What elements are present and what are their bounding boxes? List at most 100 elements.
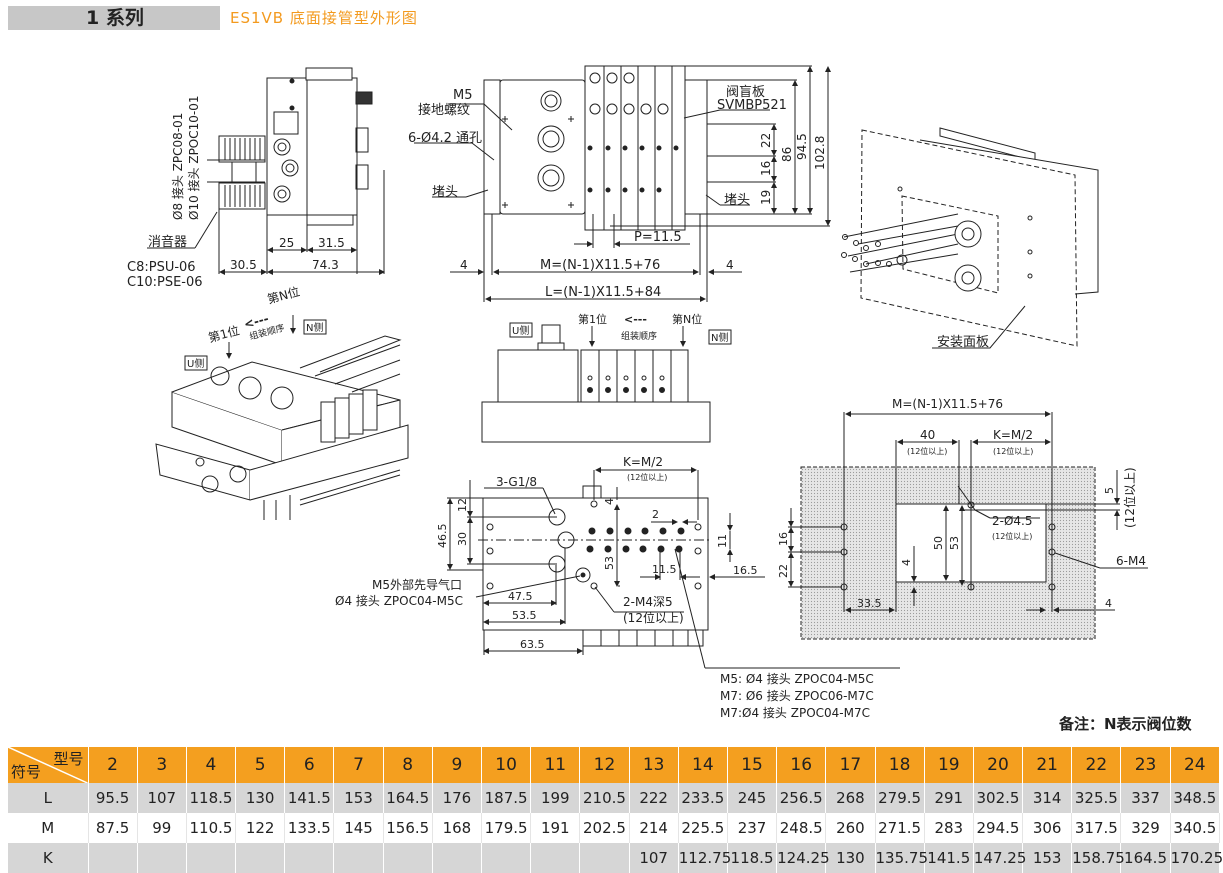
column-header: 18	[875, 747, 925, 783]
table-cell	[235, 843, 286, 873]
top-u-side-box	[509, 322, 533, 338]
table-cell: 99	[137, 813, 187, 843]
top-n-side: N侧	[711, 331, 728, 344]
diagonal-divider	[8, 747, 87, 783]
top-nth-position: 第N位	[672, 312, 702, 326]
iso-n-side: N侧	[306, 321, 323, 334]
column-header: 7	[333, 747, 384, 783]
dim-12: 12	[456, 498, 469, 512]
dim-2: 2	[652, 508, 659, 521]
table-cell: 348.5	[1170, 783, 1221, 813]
dim-74-3: 74.3	[312, 258, 339, 272]
cutout-thread-label: 6-M4	[1116, 554, 1146, 568]
table-cell: 87.5	[88, 813, 138, 843]
table-cell: 118.5	[727, 843, 778, 873]
plug-label-left: 堵头	[432, 185, 458, 200]
column-header: 17	[825, 747, 876, 783]
row-label: K	[8, 843, 89, 873]
cutout-k-formula: K=M/2	[993, 428, 1033, 442]
pitch-label: P=11.5	[634, 230, 682, 245]
table-cell: 124.25	[776, 843, 830, 873]
table-cell: 210.5	[579, 783, 630, 813]
table-cell: 337	[1120, 783, 1171, 813]
cutout-dim-33-5: 33.5	[857, 597, 882, 610]
iso-order-arrow: <---	[242, 311, 270, 331]
cutout-dim-4-right: 4	[1105, 597, 1112, 610]
table-cell: 291	[924, 783, 974, 813]
cutout-note-40: (12位以上)	[907, 446, 947, 456]
table-cell: 164.5	[383, 783, 433, 813]
dim-63-5: 63.5	[520, 638, 545, 651]
plug-label-right: 堵头	[724, 193, 750, 208]
m4-label: 2-M4深5	[623, 595, 673, 609]
table-cell: 256.5	[776, 783, 827, 813]
column-header: 19	[924, 747, 974, 783]
table-cell: 237	[727, 813, 778, 843]
dim-4-left: 4	[460, 258, 468, 272]
column-header: 14	[678, 747, 728, 783]
fitting-m7-6: M7: Ø6 接头 ZPOC06-M7C	[720, 688, 874, 703]
table-cell: 187.5	[481, 783, 532, 813]
table-cell: 107	[629, 843, 679, 873]
table-cell: 110.5	[186, 813, 237, 843]
dim-25: 25	[279, 236, 294, 250]
table-cell	[579, 843, 630, 873]
table-cell: 302.5	[973, 783, 1024, 813]
iso-u-side: U侧	[187, 357, 204, 370]
table-cell: 222	[629, 783, 679, 813]
top-first-position: 第1位	[578, 312, 607, 326]
table-cell: 130	[825, 843, 876, 873]
table-cell: 153	[333, 783, 384, 813]
dim-16: 16	[759, 161, 773, 176]
cutout-dim-53: 53	[948, 536, 961, 550]
dim-16-5: 16.5	[733, 564, 758, 577]
m5-label: M5	[453, 88, 473, 103]
table-cell: 248.5	[776, 813, 827, 843]
fitting-m7-4: M7:Ø4 接头 ZPOC04-M7C	[720, 705, 870, 720]
l-formula: L=(N-1)X11.5+84	[545, 285, 661, 300]
iso-first-position: 第1位	[207, 322, 241, 345]
cutout-dim-40: 40	[920, 428, 935, 442]
column-header: 2	[88, 747, 138, 783]
table-cell: 170.25	[1170, 843, 1223, 873]
through-hole-label: 6-Ø4.2 通孔	[408, 131, 482, 146]
cutout-note-k: (12位以上)	[993, 446, 1033, 456]
column-header: 10	[481, 747, 532, 783]
silencer-label: 消音器	[148, 234, 187, 250]
table-cell	[530, 843, 581, 873]
column-header: 21	[1022, 747, 1073, 783]
table-cell: 112.75	[678, 843, 731, 873]
column-header: 4	[186, 747, 237, 783]
table-cell: 145	[333, 813, 384, 843]
corner-symbol-label: 符号	[11, 763, 42, 781]
table-cell: 118.5	[186, 783, 237, 813]
row-label: L	[8, 783, 89, 813]
dim-4-right: 4	[726, 258, 734, 272]
column-header: 13	[629, 747, 679, 783]
iso-u-side-box	[184, 355, 208, 371]
k-note: (12位以上)	[627, 472, 667, 482]
front-view	[414, 65, 831, 302]
dim-94-5: 94.5	[795, 133, 809, 160]
cutout-m-formula: M=(N-1)X11.5+76	[892, 397, 1003, 411]
technical-drawing: Ø8 接头 ZPC08-01 Ø10 接头 ZPOC10-01 消音器 C8:P…	[127, 65, 1148, 720]
column-header: 9	[432, 747, 483, 783]
dim-53: 53	[603, 556, 616, 570]
iso-nth-position: 第N位	[266, 284, 302, 307]
pilot-port-label: M5外部先导气口	[372, 577, 462, 592]
dim-53-5: 53.5	[512, 609, 537, 622]
column-header: 15	[727, 747, 778, 783]
corner-model-label: 型号	[53, 750, 84, 768]
silencer-c10: C10:PSE-06	[127, 275, 203, 290]
table-cell: 214	[629, 813, 679, 843]
series-label: 1 系列	[86, 7, 144, 29]
row-label: M	[8, 813, 89, 843]
dim-31-5: 31.5	[318, 236, 345, 250]
dim-86: 86	[780, 147, 794, 162]
table-cell: 158.75	[1071, 843, 1125, 873]
table-cell: 279.5	[875, 783, 925, 813]
cutout-dim-50: 50	[932, 536, 945, 550]
table-cell: 329	[1120, 813, 1171, 843]
